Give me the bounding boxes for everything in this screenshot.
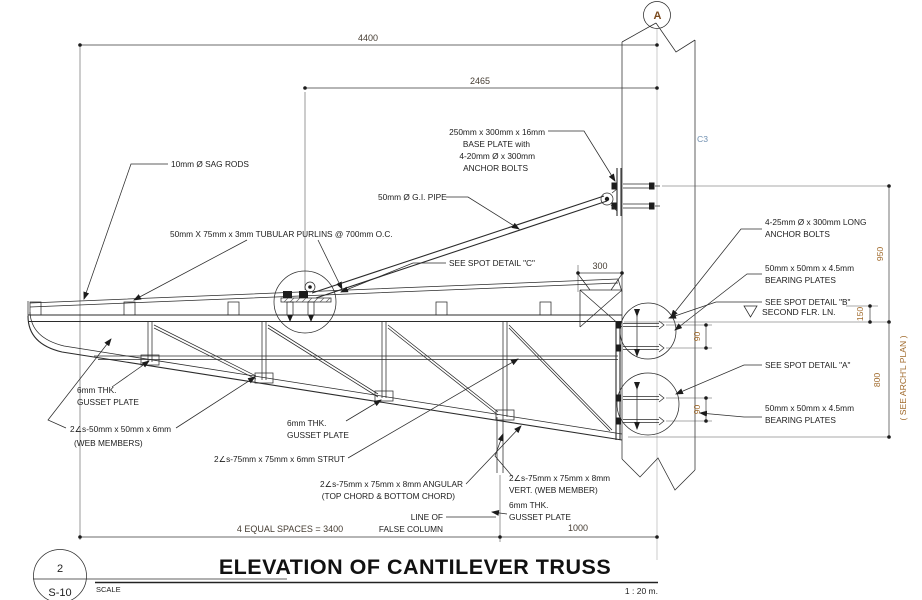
dimension-4400: 4400: [78, 33, 659, 540]
gusset-mid-label-2: GUSSET PLATE: [287, 430, 349, 440]
sag-rods-label: 10mm Ø SAG RODS: [171, 159, 249, 169]
bearing-lower-label-2: BEARING PLATES: [765, 415, 836, 425]
vert-web-label-2: VERT. (WEB MEMBER): [509, 485, 598, 495]
second-floor-level: SECOND FLR. LN.: [743, 305, 836, 318]
dim-800-text: 800: [872, 373, 882, 388]
base-plate-label-3: 4-20mm Ø x 300mm: [459, 151, 535, 161]
dim-950-text: 950: [875, 247, 885, 262]
base-plate-label: 250mm x 300mm x 16mm BASE PLATE with 4-2…: [449, 127, 545, 173]
spot-detail-c-label: SEE SPOT DETAIL "C": [449, 258, 535, 268]
dim-2465-text: 2465: [470, 76, 490, 86]
base-plate-label-2: BASE PLATE with: [463, 139, 531, 149]
spot-detail-a-label: SEE SPOT DETAIL "A": [765, 360, 851, 370]
spot-detail-c: [273, 270, 337, 334]
second-floor-label: SECOND FLR. LN.: [762, 307, 836, 317]
dim-90-lower-text: 90: [692, 405, 702, 415]
scale-label: SCALE: [96, 585, 121, 594]
drawing-title: ELEVATION OF CANTILEVER TRUSS: [219, 555, 611, 579]
dim-90-upper-text: 90: [692, 332, 702, 342]
false-column-label-2: FALSE COLUMN: [379, 524, 443, 534]
archl-plan-note: ( SEE ARCH'L PLAN ): [898, 335, 908, 420]
grid-bubble-label: A: [654, 10, 662, 22]
leader-lines: [47, 130, 762, 518]
false-column-label-1: LINE OF: [411, 512, 443, 522]
detail-number: 2: [57, 563, 63, 575]
anchor-bolts-label-1: 4-25mm Ø x 300mm LONG: [765, 217, 866, 227]
bottom-dimensions: 4 EQUAL SPACES = 3400 1000: [78, 475, 659, 542]
title-block: 2 S-10 SCALE ELEVATION OF CANTILEVER TRU…: [33, 549, 658, 600]
chords-label-2: (TOP CHORD & BOTTOM CHORD): [322, 491, 455, 501]
sheet-number: S-10: [48, 587, 71, 599]
annotations: 10mm Ø SAG RODS 50mm X 75mm x 3mm TUBULA…: [70, 127, 866, 534]
dimension-2465: 2465: [303, 76, 659, 290]
gi-pipe-strut: [311, 195, 608, 299]
base-plate-label-1: 250mm x 300mm x 16mm: [449, 127, 545, 137]
bearing-upper-label-2: BEARING PLATES: [765, 275, 836, 285]
vert-web-label-1: 2∠s-75mm x 75mm x 8mm: [509, 473, 610, 483]
bearing-lower-label-1: 50mm x 50mm x 4.5mm: [765, 403, 854, 413]
gusset-tip-label-1: 6mm THK.: [77, 385, 117, 395]
base-plate-label-4: ANCHOR BOLTS: [463, 163, 528, 173]
dim-1000-text: 1000: [568, 523, 588, 533]
dimension-300: 300: [576, 261, 624, 292]
spot-detail-b-label: SEE SPOT DETAIL "B": [765, 297, 851, 307]
scale-value: 1 : 20 m.: [625, 586, 658, 596]
dim-300-text: 300: [592, 261, 607, 271]
gusset-false-label-2: GUSSET PLATE: [509, 512, 571, 522]
web-members-label-2: (WEB MEMBERS): [74, 438, 143, 448]
dim-4400-text: 4400: [358, 33, 378, 43]
gusset-false-label-1: 6mm THK.: [509, 500, 549, 510]
gusset-mid-label-1: 6mm THK.: [287, 418, 327, 428]
dim-150-text: 150: [855, 307, 865, 322]
column-mark: C3: [697, 134, 708, 144]
base-plate-connection: [600, 168, 660, 216]
purlins: [29, 301, 552, 316]
gusset-tip-label-2: GUSSET PLATE: [77, 397, 139, 407]
strut-label: 2∠s-75mm x 75mm x 6mm STRUT: [214, 454, 345, 464]
right-dimension-chain: 950 800 150 ( SEE ARCH'L PLAN ) 90 90: [624, 184, 908, 439]
web-members-label-1: 2∠s-50mm x 50mm x 6mm: [70, 424, 171, 434]
grid-column-a: A C3: [621, 1, 708, 560]
bearing-upper-label-1: 50mm x 50mm x 4.5mm: [765, 263, 854, 273]
purlins-label: 50mm X 75mm x 3mm TUBULAR PURLINS @ 700m…: [170, 229, 393, 239]
chords-label-1: 2∠s-75mm x 75mm x 8mm ANGULAR: [320, 479, 463, 489]
gi-pipe-label: 50mm Ø G.I. PIPE: [378, 192, 447, 202]
spot-detail-b: [616, 302, 677, 360]
anchor-bolts-label-2: ANCHOR BOLTS: [765, 229, 830, 239]
spot-detail-a: [616, 372, 680, 436]
dim-equal-spaces-text: 4 EQUAL SPACES = 3400: [237, 524, 343, 534]
